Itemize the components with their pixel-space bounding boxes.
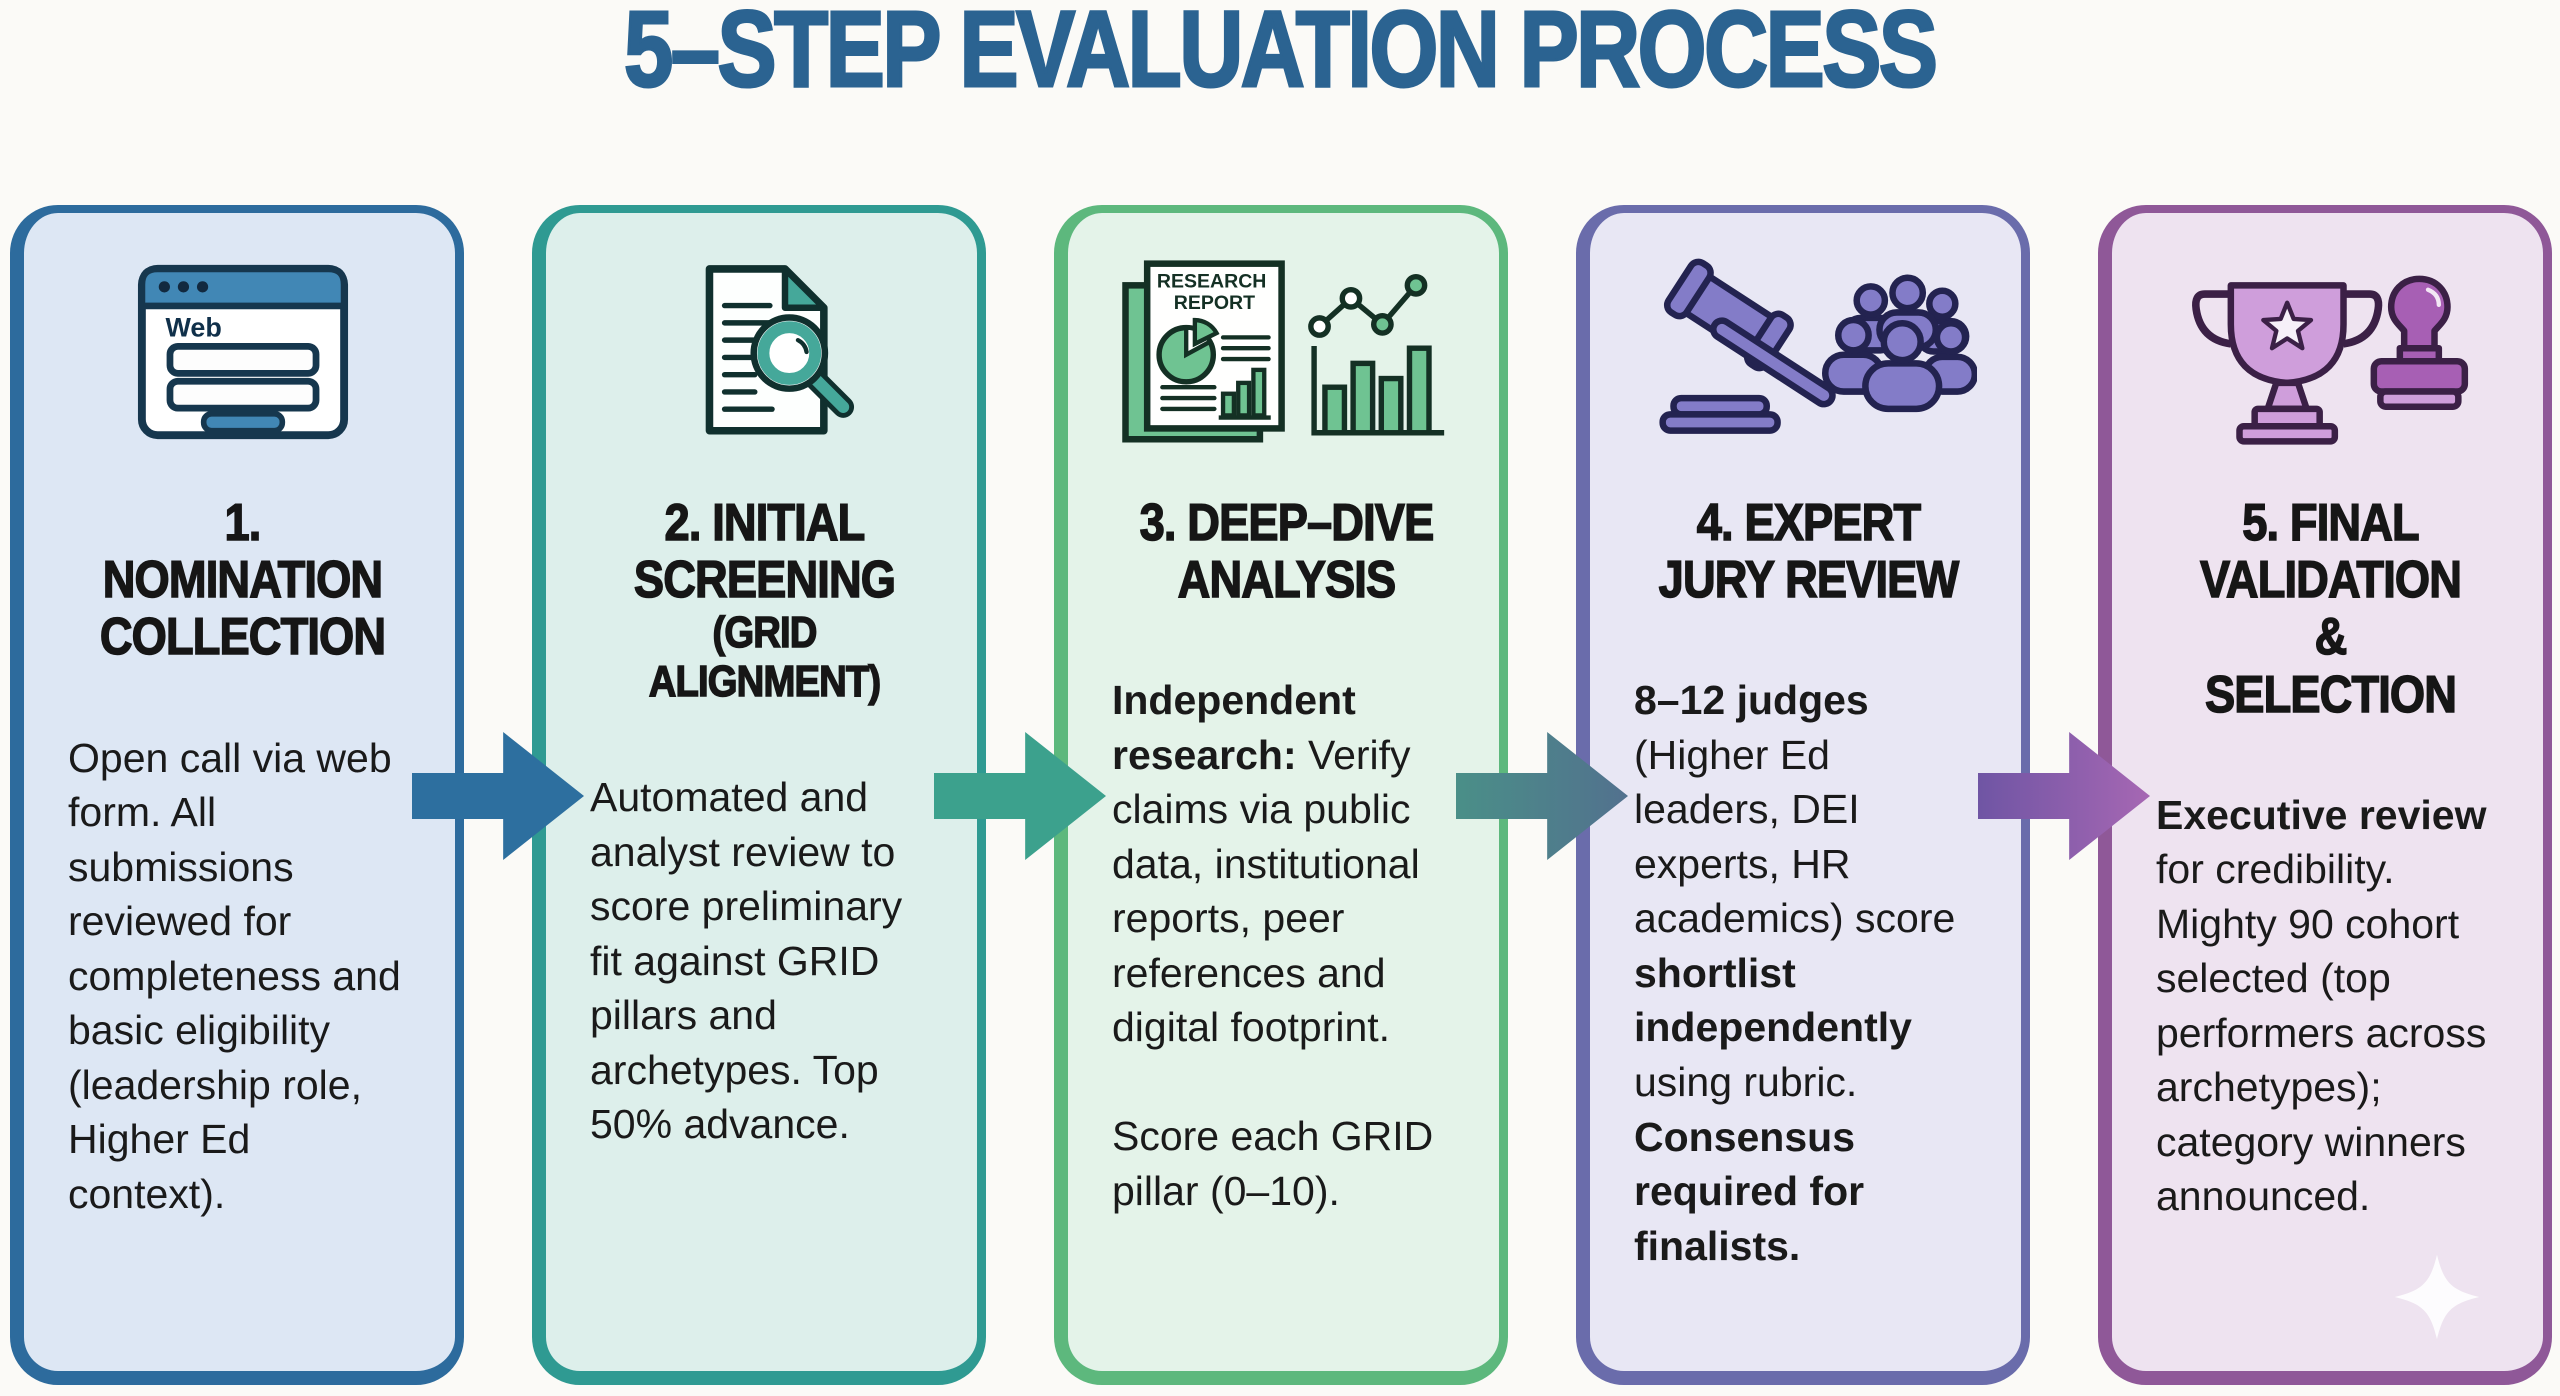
step-card-4-expert-jury-review: 4. EXPERT JURY REVIEW 8–12 judges (Highe… — [1576, 205, 2030, 1385]
step-2-icon-area — [590, 243, 939, 461]
step-card-5-final-validation-selection: 5. FINAL VALIDATION & SELECTION Executiv… — [2098, 205, 2552, 1385]
step-5-description: Executive review for credibility. Mighty… — [2156, 788, 2505, 1224]
step-2-title: 2. INITIAL SCREENING — [633, 494, 896, 610]
document-magnifier-icon — [705, 265, 855, 435]
step-2-subtitle: (GRID ALIGNMENT) — [648, 608, 882, 706]
step-4-icon-area — [1634, 243, 1983, 461]
body-paragraph: Automated and analyst review to score pr… — [590, 774, 903, 1148]
browser-web-label: Web — [165, 312, 221, 342]
page-title-text: 5–STEP EVALUATION PROCESS — [623, 0, 1939, 111]
step-5-title: 5. FINAL VALIDATION & SELECTION — [2199, 494, 2462, 724]
sparkle-icon — [2394, 1254, 2480, 1340]
research-report-charts-icon: RESEARCH REPORT — [1121, 260, 1444, 443]
steps-row: Web 1. NOMINATION COLLECTION Open call v… — [10, 205, 2552, 1385]
trophy-stamp-icon — [2192, 275, 2469, 445]
step-4-title: 4. EXPERT JURY REVIEW — [1658, 494, 1960, 610]
stamp — [2370, 275, 2469, 395]
step-3-icon-area: RESEARCH REPORT — [1112, 243, 1461, 461]
body-paragraph: Executive review for credibility. Mighty… — [2156, 791, 2487, 1220]
report-title-text: RESEARCH REPORT — [1156, 271, 1271, 315]
step-card-2-initial-screening: 2. INITIAL SCREENING (GRID ALIGNMENT) Au… — [532, 205, 986, 1385]
step-card-1-nomination-collection: Web 1. NOMINATION COLLECTION Open call v… — [10, 205, 464, 1385]
step-5-icon-area — [2156, 243, 2505, 461]
step-3-description: Independent research: Verify claims via … — [1112, 673, 1461, 1218]
body-paragraph: 8–12 judges (Higher Ed leaders, DEI expe… — [1634, 677, 1956, 1269]
web-form-browser-icon: Web — [137, 264, 348, 440]
step-3-title: 3. DEEP–DIVE ANALYSIS — [1139, 494, 1435, 610]
page-title: 5–STEP EVALUATION PROCESS — [0, 0, 2560, 111]
step-2-description: Automated and analyst review to score pr… — [590, 770, 939, 1152]
step-4-description: 8–12 judges (Higher Ed leaders, DEI expe… — [1634, 673, 1983, 1273]
jury-people — [1821, 274, 1977, 413]
step-1-description: Open call via web form. All submissions … — [68, 731, 417, 1222]
step-card-3-deep-dive-analysis: RESEARCH REPORT — [1054, 205, 1508, 1385]
body-paragraph: Independent research: Verify claims via … — [1112, 677, 1420, 1051]
gavel-jury-icon — [1658, 258, 1977, 434]
step-1-title: 1. NOMINATION COLLECTION — [99, 494, 387, 667]
step-1-icon-area: Web — [68, 243, 417, 461]
body-paragraph: Open call via web form. All submissions … — [68, 734, 401, 1217]
body-paragraph: Score each GRID pillar (0–10). — [1112, 1112, 1434, 1214]
